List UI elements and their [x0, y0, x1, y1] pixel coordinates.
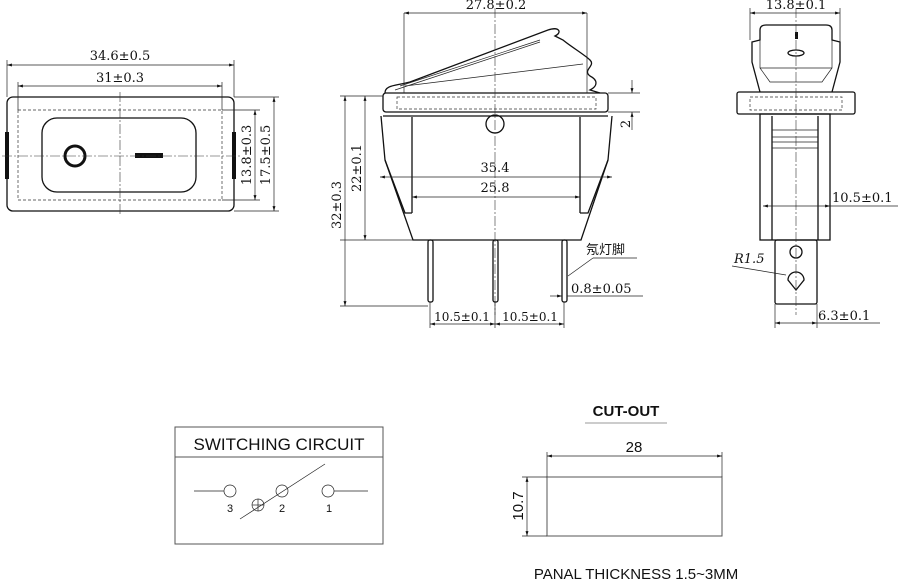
lamp-pin-label: 氖灯脚	[586, 242, 625, 258]
dim-body-height: 22±0.1	[350, 144, 365, 192]
terminal-2	[275, 484, 289, 498]
dim-overall-width: 34.6±0.5	[90, 49, 151, 64]
terminal-3-label: 3	[227, 503, 233, 515]
side-view: 27.8±0.2 35.4 25.8 22±0.1 32±0.3 2 10.5±…	[330, 0, 643, 328]
dim-inner-width: 31±0.3	[96, 71, 144, 86]
dim-hole-radius: R1.5	[733, 252, 764, 267]
housing	[380, 115, 613, 241]
end-view: 13.8±0.1 10.5±0.1 R1.5 6.3±0.1	[731, 0, 898, 328]
terminal-pins	[427, 239, 568, 303]
left-clip	[5, 132, 9, 179]
dim-top-width: 27.8±0.2	[466, 0, 527, 13]
rocker-face	[41, 117, 197, 193]
cut-out-width: 28	[626, 439, 643, 456]
dim-clip-span: 35.4	[481, 161, 510, 176]
switching-circuit: SWITCHING CIRCUIT 3 2 1	[174, 426, 384, 545]
dim-body-width: 25.8	[481, 181, 510, 196]
terminal-3	[223, 484, 237, 498]
cut-out-rect	[546, 476, 723, 537]
dim-inner-height: 13.8±0.3	[240, 125, 255, 186]
dim-pin-pitch-right: 10.5±0.1	[502, 310, 558, 324]
panel-thickness-note: PANAL THICKNESS 1.5~3MM	[534, 566, 738, 582]
rocker-actuator	[384, 28, 601, 94]
cut-out-height: 10.7	[510, 491, 527, 520]
terminal-2-label: 2	[279, 503, 285, 515]
hidden-body-outline	[17, 109, 223, 201]
terminal-1-label: 1	[326, 503, 332, 515]
dim-end-top-width: 13.8±0.1	[766, 0, 827, 13]
outer-bezel	[6, 96, 235, 212]
dim-flange-thickness: 2	[619, 120, 634, 128]
terminal-1	[321, 484, 335, 498]
cut-out-title: CUT-OUT	[593, 403, 660, 420]
dim-overall-height: 17.5±0.5	[259, 125, 274, 186]
dim-pin-thickness: 0.8±0.05	[571, 282, 632, 297]
flange	[382, 92, 609, 113]
body	[759, 113, 831, 241]
dim-pin-pitch-left: 10.5±0.1	[434, 310, 490, 324]
cut-out: CUT-OUT 28 10.7 PANAL THICKNESS 1.5~3MM	[510, 403, 738, 582]
dim-end-body-width: 10.5±0.1	[832, 191, 893, 206]
dim-terminal-width: 6.3±0.1	[818, 309, 870, 324]
dim-total-height: 32±0.3	[330, 181, 345, 229]
switching-circuit-title: SWITCHING CIRCUIT	[194, 435, 365, 454]
lamp-icon	[251, 498, 265, 512]
front-view: 34.6±0.5 31±0.3 13.8±0.3 17.5±0.5	[2, 49, 279, 216]
right-clip	[232, 132, 236, 179]
on-symbol-icon	[135, 153, 163, 158]
